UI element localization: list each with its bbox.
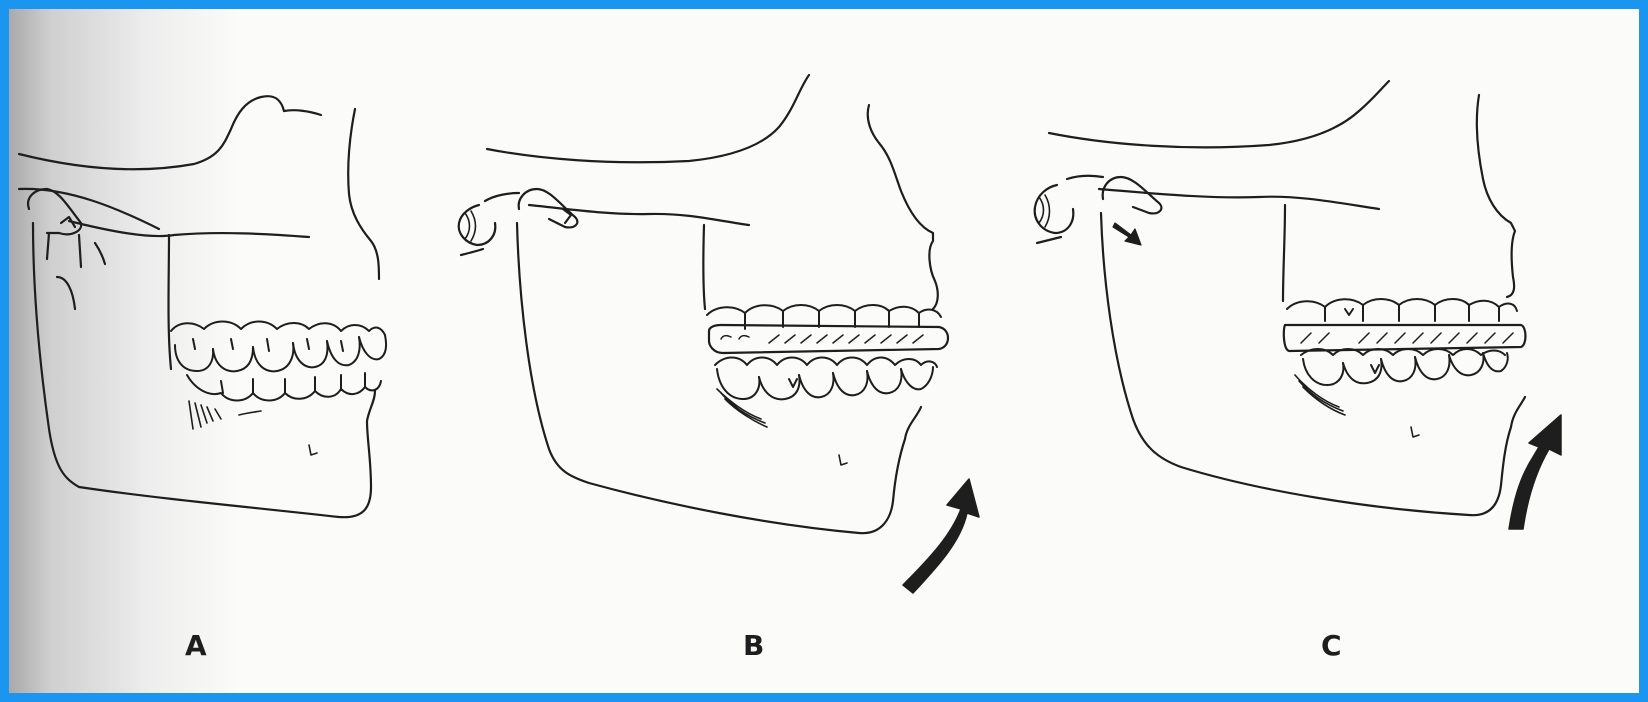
panel-a-upper-teeth (171, 322, 386, 372)
panel-a-lower-teeth (187, 373, 381, 401)
panel-label-a: A (185, 629, 207, 662)
panel-c-mandible (1101, 213, 1525, 515)
panel-c-upper-teeth (1287, 299, 1517, 321)
panel-b-skull-outline (487, 75, 809, 162)
curved-arrow-icon (1509, 415, 1561, 529)
panel-c-drawing (1035, 81, 1561, 529)
panel-b-drawing (459, 75, 979, 593)
panel-a-drawing (19, 96, 386, 517)
panel-a-skull-outline (19, 96, 284, 169)
condyle-arrow-icon (1113, 223, 1141, 245)
panel-b-ear (459, 205, 496, 245)
curved-arrow-icon (903, 479, 979, 593)
jaw-illustrations (9, 9, 1639, 693)
panel-label-b: B (743, 629, 764, 662)
panel-c-skull-outline (1049, 81, 1389, 147)
panel-b-lower-teeth (715, 358, 937, 400)
panel-c-occlusal-splint (1284, 325, 1526, 351)
panel-c-lower-teeth (1301, 349, 1508, 385)
panel-c-ear (1035, 185, 1074, 233)
panel-label-c: C (1321, 629, 1342, 662)
panel-c-condyle (1103, 177, 1162, 213)
panel-b-muscle-fibers (717, 389, 767, 427)
panel-a-muscle-fibers (189, 401, 221, 429)
